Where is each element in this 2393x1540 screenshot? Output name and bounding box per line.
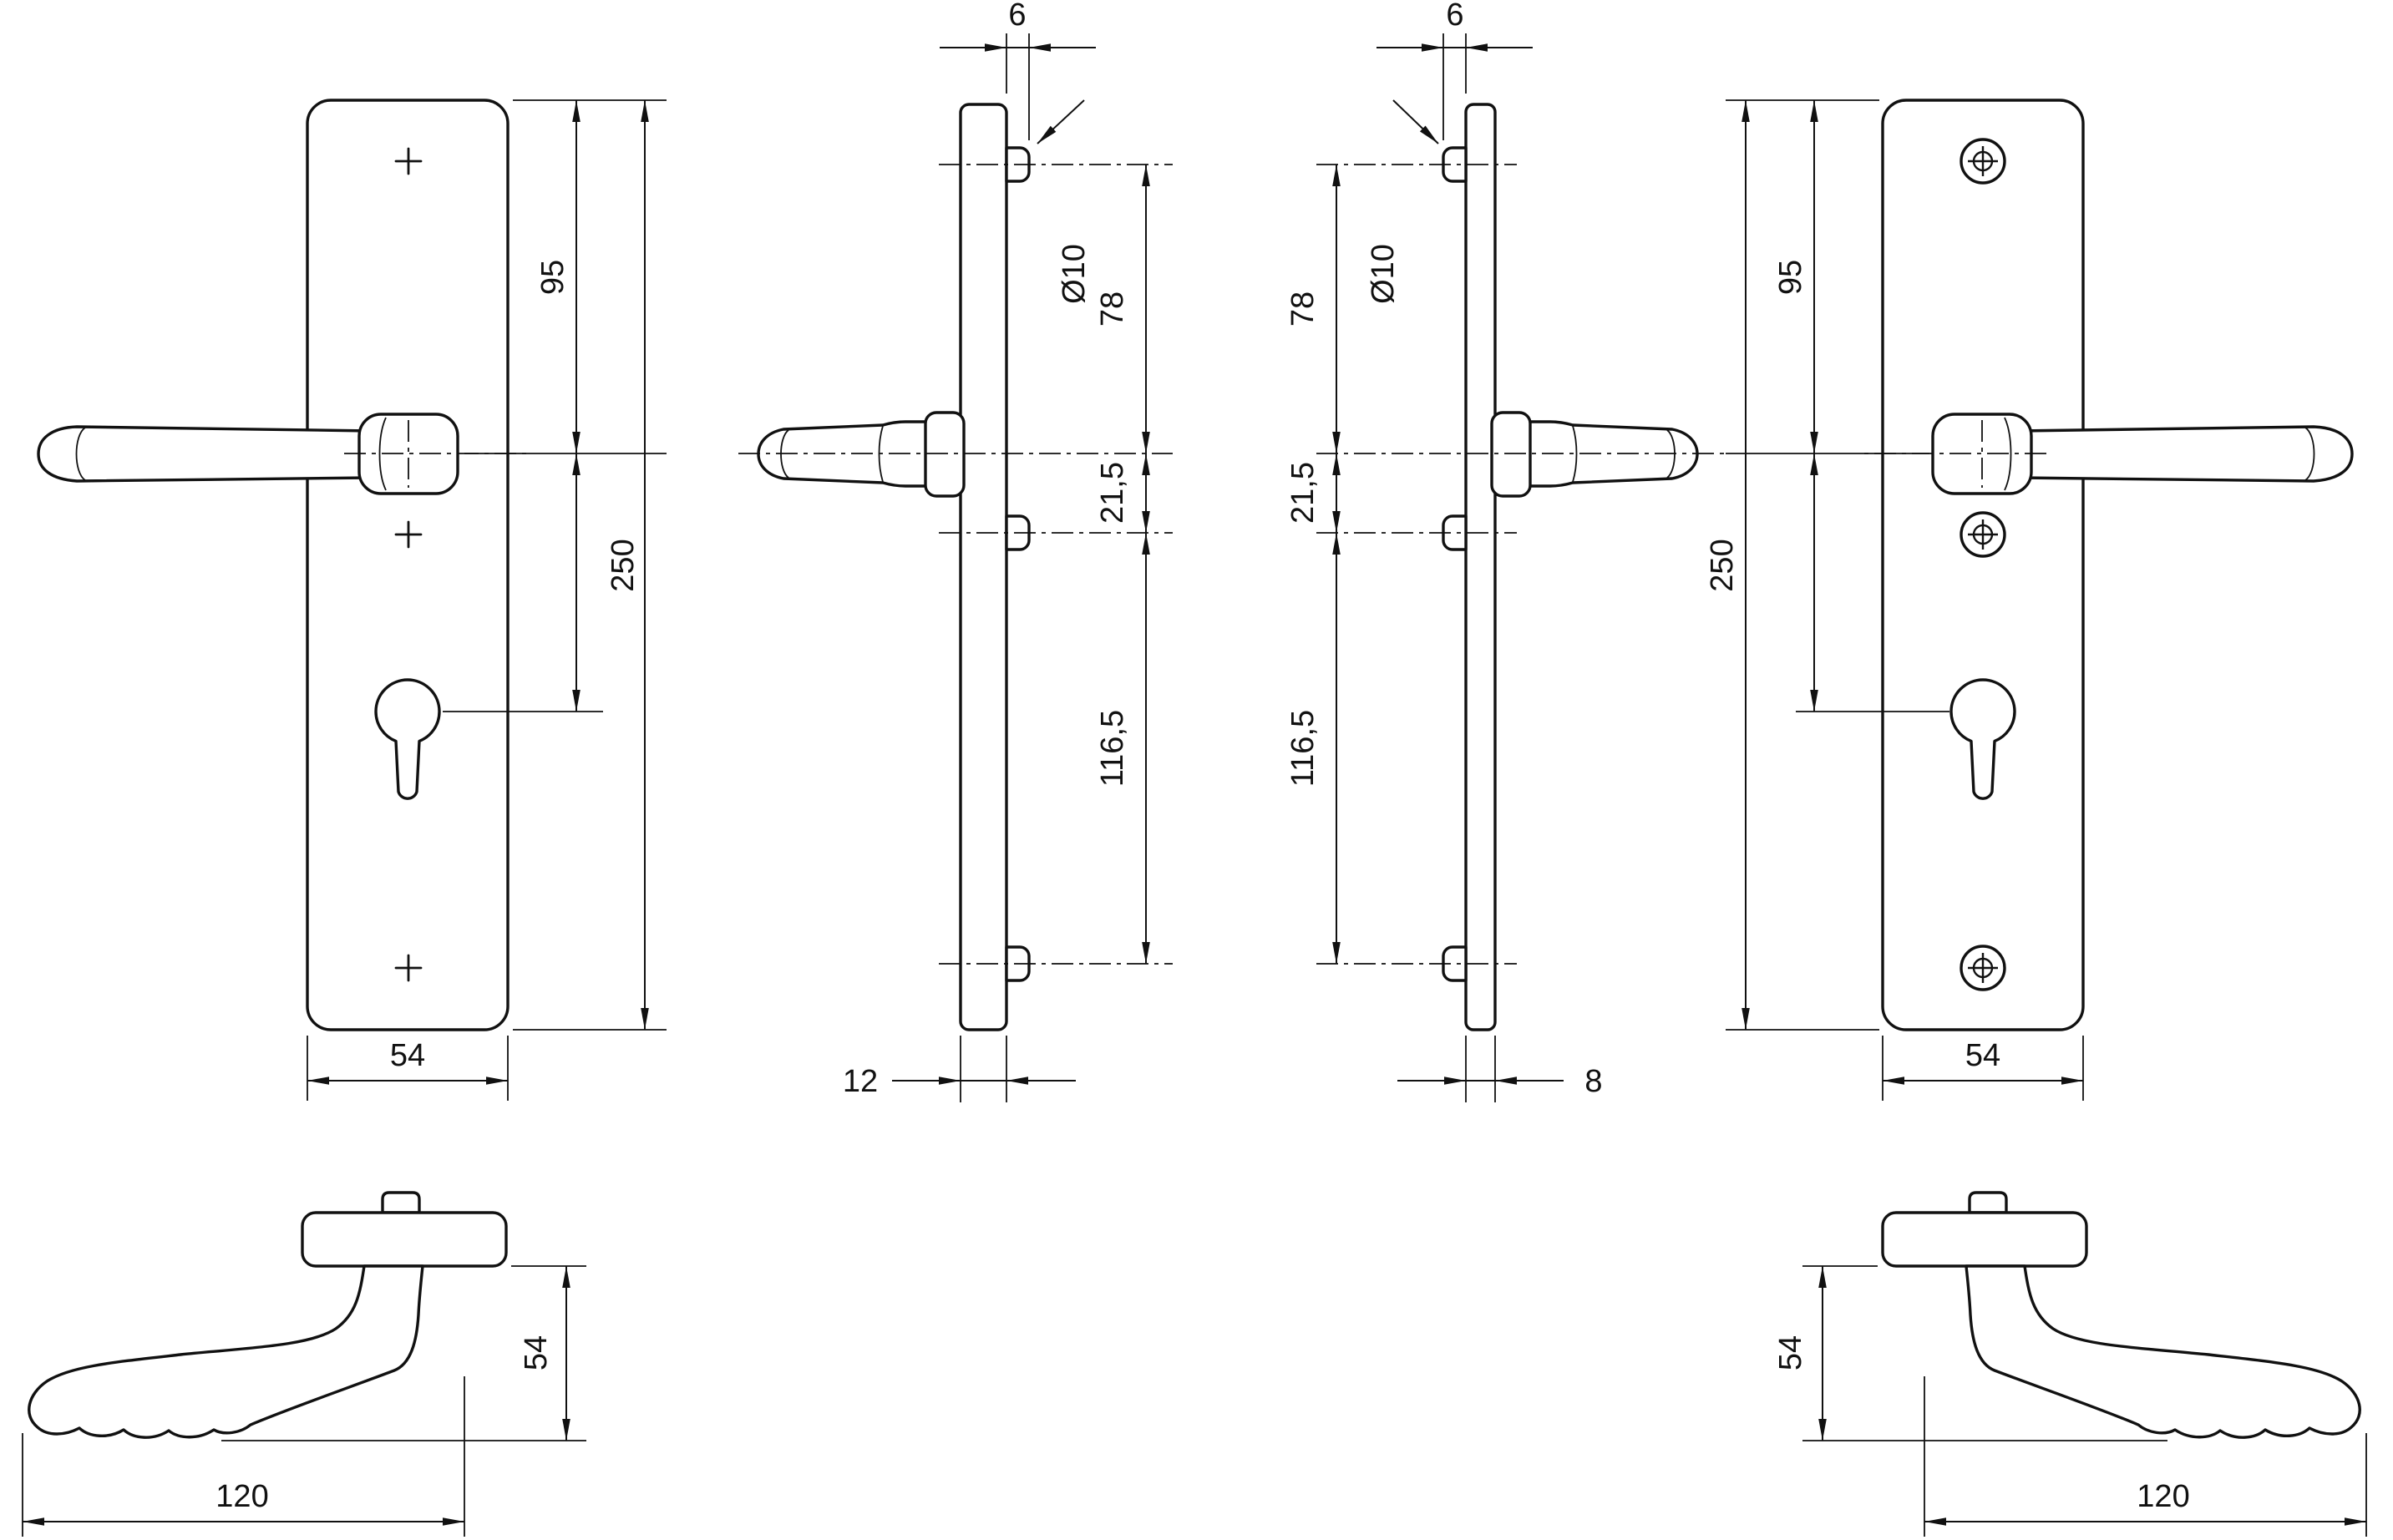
euro-cylinder-keyhole bbox=[374, 678, 441, 800]
view-front-exterior-plate: 95 250 54 bbox=[37, 99, 667, 1101]
dim-label-120-right: 120 bbox=[2137, 1479, 2189, 1514]
dim-label-dia10: Ø10 bbox=[1057, 244, 1092, 304]
dim-label-116-5: 116,5 bbox=[1095, 710, 1130, 787]
dim-label-21-5: 21,5 bbox=[1285, 462, 1321, 524]
fixing-screws bbox=[1960, 138, 2006, 991]
witness-lines-12 bbox=[960, 1036, 1007, 1102]
lever-grip-profile bbox=[28, 1264, 424, 1439]
dim-label-95-left: 95 bbox=[535, 260, 570, 295]
witness-lines-6 bbox=[1442, 33, 1467, 140]
dim-label-6-right: 6 bbox=[1446, 0, 1463, 33]
dim-label-116-5: 116,5 bbox=[1285, 710, 1321, 787]
dim-label-54-height-right: 54 bbox=[1773, 1335, 1808, 1370]
fixing-bolt-top bbox=[1442, 146, 1468, 183]
outer-plate-side bbox=[959, 103, 1008, 1031]
dim-label-6-left: 6 bbox=[1008, 0, 1026, 33]
backplate-outline bbox=[306, 99, 510, 1031]
dim-label-54-height-left: 54 bbox=[519, 1335, 554, 1370]
dim-label-95-right: 95 bbox=[1773, 260, 1808, 295]
dim-label-78: 78 bbox=[1285, 291, 1321, 327]
screw-cross-bottom bbox=[1968, 953, 1998, 983]
dim-label-120-left: 120 bbox=[215, 1479, 268, 1514]
drill-cross-marks bbox=[394, 147, 423, 982]
lever-side-profile-mirrored bbox=[1490, 411, 1699, 498]
dim-label-54-right: 54 bbox=[1965, 1038, 2000, 1073]
lever-handle-front bbox=[37, 425, 373, 483]
view-side-exterior-plate: 78 21,5 116,5 Ø10 6 12 bbox=[738, 0, 1173, 1102]
dim-label-250-left: 250 bbox=[606, 539, 641, 591]
handle-profile-geometry-mirrored bbox=[1881, 1191, 2361, 1439]
inner-plate-side bbox=[1464, 103, 1497, 1031]
fixing-bolt-middle bbox=[1442, 514, 1468, 551]
dia10-leader bbox=[1392, 99, 1439, 144]
witness-lines-right bbox=[443, 99, 667, 1031]
witness-lines-120 bbox=[1924, 1376, 2367, 1537]
witness-lines-6 bbox=[1006, 33, 1030, 140]
dim-label-78: 78 bbox=[1095, 291, 1130, 327]
dim-label-21-5: 21,5 bbox=[1095, 462, 1130, 524]
view-side-interior-plate: 78 21,5 116,5 Ø10 6 8 bbox=[1285, 0, 1727, 1102]
lever-side-profile bbox=[757, 411, 966, 498]
witness-lines-8 bbox=[1465, 1036, 1496, 1102]
witness-lines-bottom bbox=[307, 1036, 509, 1101]
view-front-interior-plate: 95 250 54 bbox=[1705, 99, 2354, 1101]
dim-label-250-right: 250 bbox=[1705, 539, 1740, 591]
handle-profile-geometry bbox=[28, 1191, 508, 1439]
witness-lines-left bbox=[1726, 99, 1949, 1031]
view-handle-profile-left: 54 120 bbox=[22, 1191, 586, 1537]
screw-cross-middle bbox=[1968, 519, 1998, 550]
interior-plate-geometry-mirrored bbox=[1861, 99, 2354, 1031]
fixing-bolt-bottom bbox=[1442, 945, 1468, 982]
hub-contour bbox=[378, 417, 387, 491]
dim-label-8: 8 bbox=[1584, 1064, 1602, 1099]
witness-lines-54 bbox=[221, 1265, 586, 1441]
dia10-leader bbox=[1037, 99, 1085, 144]
view-handle-profile-right: 54 120 bbox=[1773, 1191, 2367, 1537]
witness-lines-54 bbox=[1802, 1265, 2167, 1441]
rose-base bbox=[301, 1211, 508, 1268]
dim-label-dia10: Ø10 bbox=[1366, 244, 1401, 304]
screw-cross-top bbox=[1968, 146, 1998, 176]
dim-label-12: 12 bbox=[843, 1064, 878, 1099]
dim-label-54-left: 54 bbox=[390, 1038, 425, 1073]
spindle-stub bbox=[381, 1191, 421, 1214]
exterior-plate-geometry bbox=[37, 99, 528, 1031]
lever-end-contour bbox=[75, 427, 86, 481]
witness-lines-bottom bbox=[1882, 1036, 2084, 1101]
hub-side bbox=[924, 411, 966, 498]
